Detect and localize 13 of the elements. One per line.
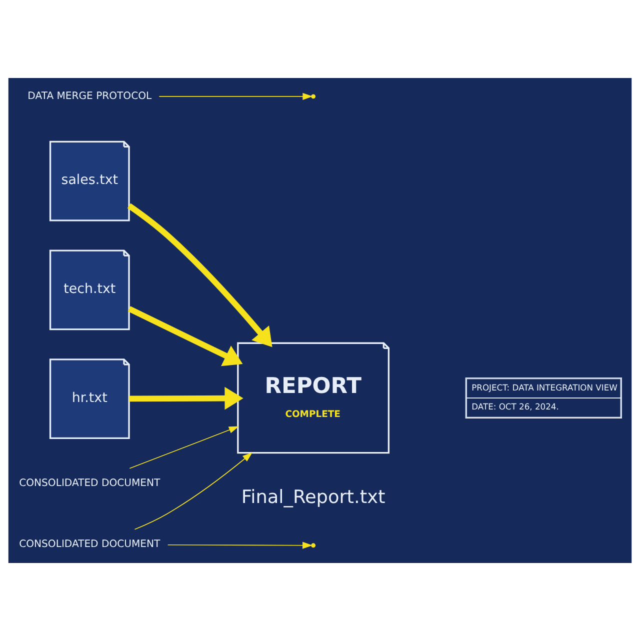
arrow xyxy=(129,426,239,468)
label: DATE: OCT 26, 2024. xyxy=(472,401,559,412)
arrow xyxy=(158,92,313,100)
arrow xyxy=(129,386,244,410)
arrow xyxy=(167,541,313,548)
arrow xyxy=(128,306,243,366)
node-text: DATA MERGE PROTOCOL xyxy=(28,90,152,102)
node-text: CONSOLIDATED DOCUMENT xyxy=(19,478,160,489)
label: PROJECT: DATA INTEGRATION VIEW xyxy=(472,382,618,392)
arrow xyxy=(127,202,272,347)
node-text: CONSOLIDATED DOCUMENT xyxy=(19,538,160,550)
node-label: Final_Report.txt xyxy=(241,486,386,508)
arrow xyxy=(134,452,252,530)
